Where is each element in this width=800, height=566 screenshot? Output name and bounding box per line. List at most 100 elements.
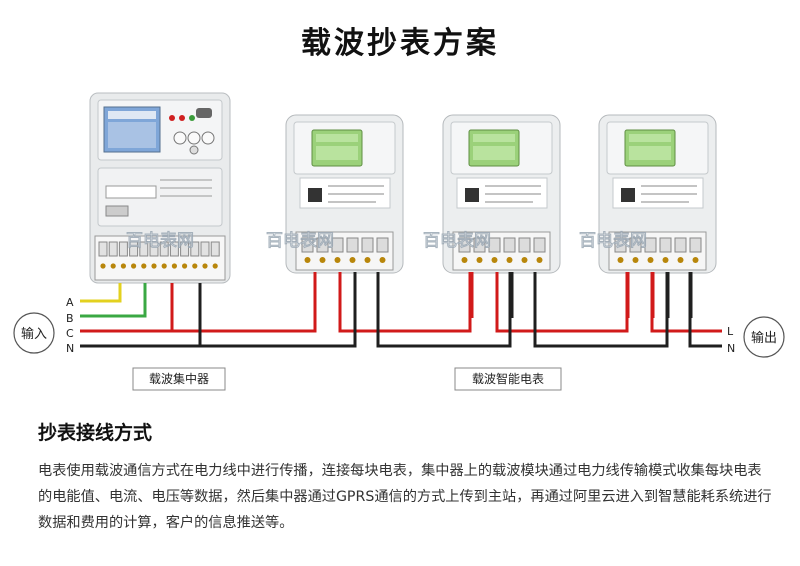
meter-terminal-screw (319, 257, 326, 263)
concentrator-caption: 载波集中器 (149, 371, 209, 386)
meter-terminal (689, 237, 702, 253)
meter-terminal (458, 237, 471, 253)
wire-live-output (650, 272, 722, 333)
meter-terminal-screw (364, 257, 371, 263)
wire-neutral (533, 272, 669, 348)
output-label-n: N (727, 342, 735, 355)
meter-terminal-screw (506, 257, 513, 263)
terminal (180, 241, 190, 257)
terminal-screw (192, 263, 198, 269)
wire-live-input (80, 283, 174, 333)
wire-phase-b (80, 283, 147, 318)
meter-terminal-screw (379, 257, 386, 263)
terminal (98, 241, 108, 257)
meter-terminal (659, 237, 672, 253)
section-title: 抄表接线方式 (38, 422, 153, 444)
meter-lcd-line (629, 134, 671, 142)
meter-terminal (346, 237, 359, 253)
wiring (80, 272, 722, 348)
qr-code (465, 188, 479, 202)
meter-terminal-screw (461, 257, 468, 263)
section-description: 电表使用载波通信方式在电力线中进行传播，连接每块电表，集中器上的载波模块通过电力… (38, 463, 772, 531)
watermark: 百电表网 (579, 230, 647, 251)
meter-terminal-screw (632, 257, 639, 263)
wire-live (495, 272, 629, 333)
terminal-screw (212, 263, 218, 269)
terminal (118, 241, 128, 257)
wire-neutral (376, 272, 512, 348)
smart-meter: 百电表网 (423, 114, 561, 274)
terminal (159, 241, 169, 257)
terminal (190, 241, 200, 257)
smart-meter: 百电表网 (579, 114, 717, 274)
concentrator-caption-box (132, 367, 226, 391)
watermark: 百电表网 (126, 230, 194, 251)
terminal (129, 241, 139, 257)
terminal (210, 241, 220, 257)
meter-terminal (518, 237, 531, 253)
terminal (139, 241, 149, 257)
meter-lcd-line (629, 146, 671, 160)
meter-terminal-screw (521, 257, 528, 263)
smart-meter: 百电表网 (266, 114, 404, 274)
meter-terminal (614, 237, 627, 253)
meter-terminal-screw (304, 257, 311, 263)
input-circle (13, 312, 55, 354)
meter-lcd-line (316, 146, 358, 160)
meter-terminal (629, 237, 642, 253)
meter-terminal (361, 237, 374, 253)
meter-terminal-screw (491, 257, 498, 263)
meter-terminal-screw (692, 257, 699, 263)
terminal-screw (100, 263, 106, 269)
terminal-screw (131, 263, 137, 269)
output-label: 输出 (751, 330, 777, 346)
meter-terminal-screw (677, 257, 684, 263)
input-label: 输入 (21, 326, 47, 342)
qr-code (621, 188, 635, 202)
phase-label-a: A (66, 296, 74, 309)
meter-terminal (301, 237, 314, 253)
meter-terminal (503, 237, 516, 253)
terminal-screw (151, 263, 157, 269)
meter-terminal-screw (349, 257, 356, 263)
wire-live (338, 272, 472, 333)
meter-lcd-line (316, 134, 358, 142)
output-circle (743, 316, 785, 358)
meter-terminal (316, 237, 329, 253)
meter-caption-box (454, 367, 562, 391)
wiring-diagram: 百电表网百电表网百电表网百电表网 输入 输出 A B C N L N 载波集中器… (13, 92, 785, 391)
terminal (149, 241, 159, 257)
terminal-screw (120, 263, 126, 269)
wire-neutral-output (688, 272, 722, 348)
watermark: 百电表网 (423, 230, 491, 251)
terminal (200, 241, 210, 257)
meter-terminal-screw (647, 257, 654, 263)
wire-phase-a (80, 283, 122, 303)
meter-lcd-line (473, 146, 515, 160)
meter-terminal (644, 237, 657, 253)
qr-code (308, 188, 322, 202)
terminal-screw (202, 263, 208, 269)
terminal-screw (141, 263, 147, 269)
terminal (108, 241, 118, 257)
meter-terminal (331, 237, 344, 253)
page-title: 载波抄表方案 (301, 26, 499, 61)
phase-label-n: N (66, 342, 74, 355)
meter-lcd-line (473, 134, 515, 142)
meter-caption: 载波智能电表 (472, 371, 544, 386)
meter-terminal (674, 237, 687, 253)
terminal-screw (161, 263, 167, 269)
meter-terminal (533, 237, 546, 253)
output-label-l: L (727, 325, 734, 338)
concentrator-device (89, 92, 231, 284)
meter-terminal-screw (617, 257, 624, 263)
watermark: 百电表网 (266, 230, 334, 251)
terminal-screw (171, 263, 177, 269)
phase-label-b: B (66, 312, 74, 325)
meter-terminal (488, 237, 501, 253)
terminal (169, 241, 179, 257)
meter-terminal-screw (334, 257, 341, 263)
meter-terminal-screw (536, 257, 543, 263)
meter-terminal (473, 237, 486, 253)
meter-terminal-screw (476, 257, 483, 263)
